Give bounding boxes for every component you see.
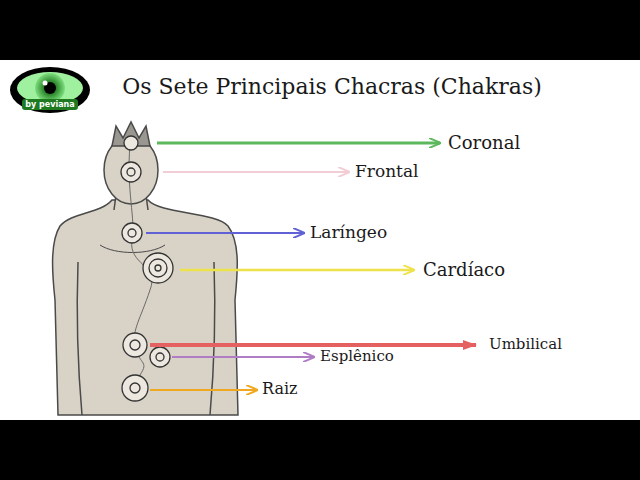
chakra-label: Coronal: [448, 133, 520, 154]
human-figure: [53, 122, 238, 415]
chakra-label: Frontal: [355, 162, 419, 182]
logo-text: by peviana: [25, 100, 74, 109]
chakra-label: Umbilical: [489, 336, 562, 353]
chakra-symbols: [121, 136, 173, 401]
chakra-label: Laríngeo: [310, 223, 387, 243]
diagram-title: Os Sete Principais Chacras (Chakras): [122, 74, 542, 99]
chakra-label: Esplênico: [320, 348, 394, 365]
chakra-label: Cardíaco: [423, 260, 505, 281]
bottom-bar: [0, 420, 640, 480]
eye-logo: [10, 67, 90, 113]
chakra-label: Raiz: [262, 380, 298, 398]
top-bar: [0, 0, 640, 60]
